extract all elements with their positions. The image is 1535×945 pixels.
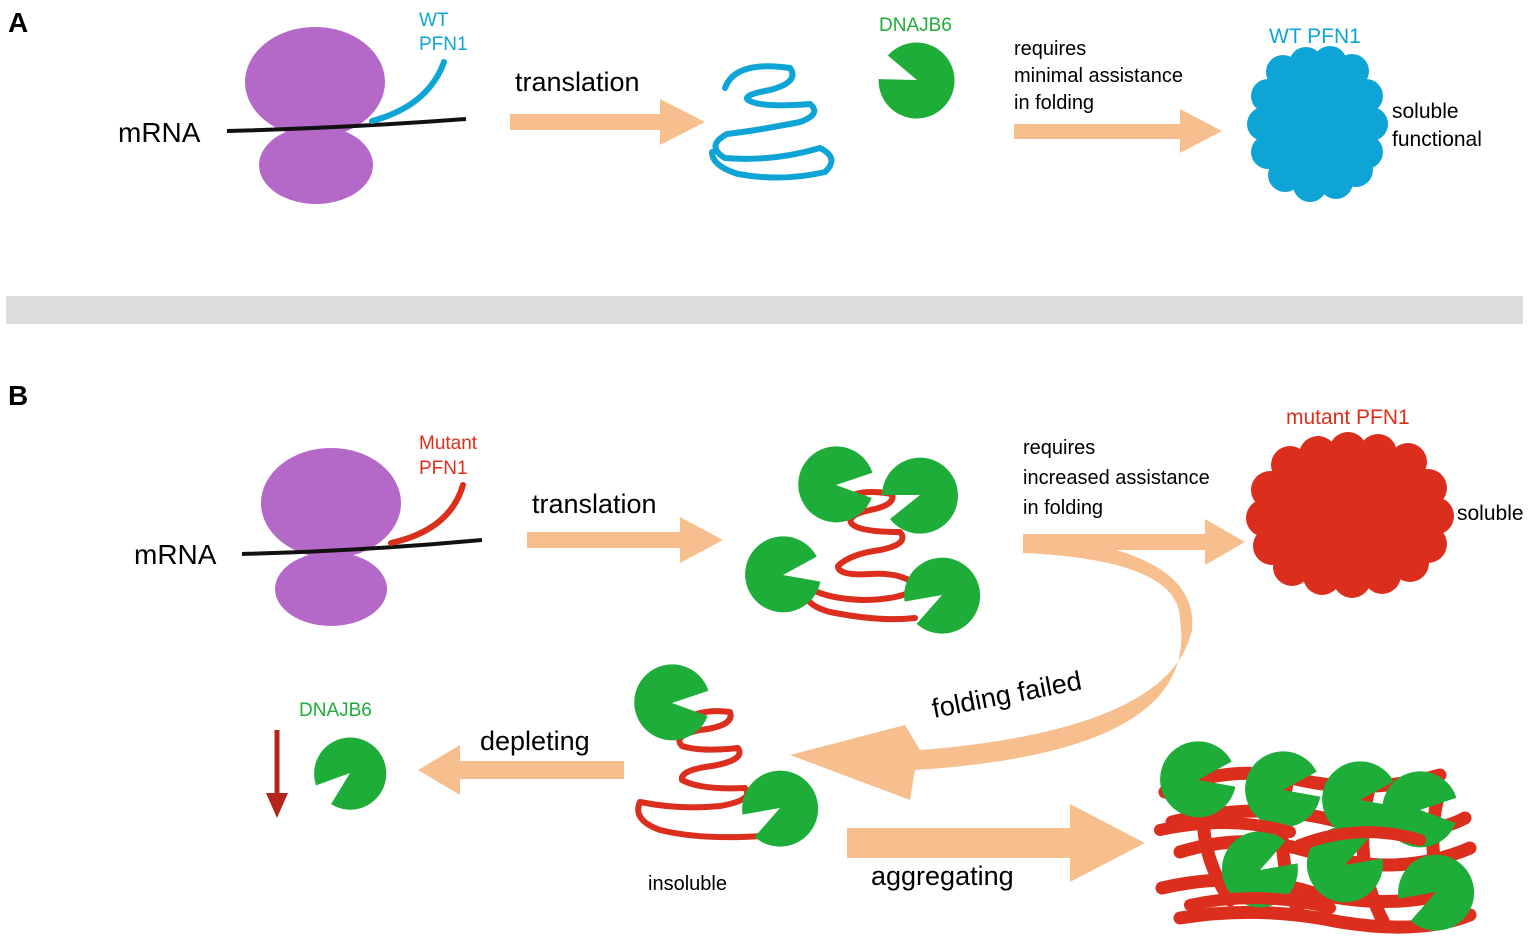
translation-label-a: translation: [515, 67, 640, 97]
chaperone-label-a: DNAJB6: [879, 15, 952, 36]
mrna-label-a: mRNA: [118, 117, 201, 148]
dnajb6-free: [303, 727, 397, 820]
wt-label-line2: PFN1: [419, 34, 468, 55]
ribosome-b: [261, 448, 401, 626]
translation-arrow-b: [527, 517, 723, 563]
insoluble-mutant-chain: [635, 708, 765, 841]
step-note-a-line1: requires: [1014, 38, 1086, 60]
folding-failed-arrow: [790, 535, 1193, 800]
wt-state-line1: soluble: [1392, 100, 1459, 123]
unfolded-wt-chain: [709, 63, 835, 181]
panel-b-letter: B: [8, 380, 28, 411]
dnajb6-bound-1: [787, 435, 885, 534]
mrna-strand-a: [226, 117, 467, 133]
step-note-a-line3: in folding: [1014, 92, 1094, 114]
mutant-label-line2: PFN1: [419, 458, 468, 479]
wt-label-line1: WT: [419, 10, 449, 31]
folding-arrow-b: [1023, 519, 1245, 565]
translation-arrow-a: [510, 99, 705, 145]
dnajb6-bound-4: [898, 551, 987, 640]
wt-product-title: WT PFN1: [1269, 25, 1361, 48]
folding-arrow-a: [1014, 109, 1222, 153]
insoluble-label: insoluble: [648, 873, 727, 895]
folding-failed-label: folding failed: [929, 666, 1084, 724]
translation-label-b: translation: [532, 489, 657, 519]
dnajb6-chaperone-a: [863, 26, 971, 135]
step-note-b-line3: in folding: [1023, 497, 1103, 519]
nascent-chain-mutant: [388, 482, 466, 546]
aggregating-label: aggregating: [871, 861, 1014, 891]
mrna-label-b: mRNA: [134, 539, 217, 570]
step-note-a-line2: minimal assistance: [1014, 65, 1183, 87]
wt-state-line2: functional: [1392, 128, 1482, 151]
decrease-arrow-icon: [266, 730, 288, 818]
panel-divider: [6, 296, 1523, 324]
mutant-state-label: soluble: [1457, 502, 1524, 525]
step-note-b-line2: increased assistance: [1023, 467, 1210, 489]
pfn1-aggregate: [1154, 735, 1481, 937]
chaperone-label-b: DNAJB6: [299, 700, 372, 721]
step-note-b-line1: requires: [1023, 437, 1095, 459]
mrna-strand-b: [241, 538, 483, 556]
aggregating-arrow: [847, 804, 1145, 882]
ribosome-a: [245, 27, 385, 204]
mutant-product-title: mutant PFN1: [1286, 406, 1410, 429]
folded-wt-pfn1: [1247, 46, 1388, 202]
depleting-arrow: [418, 745, 624, 795]
panel-a-letter: A: [8, 7, 28, 38]
depleting-label: depleting: [480, 726, 590, 756]
nascent-chain-wt: [369, 59, 447, 124]
mutant-label-line1: Mutant: [419, 433, 478, 454]
folded-mutant-pfn1: [1246, 432, 1454, 598]
dnajb6-insoluble-1: [623, 653, 721, 752]
